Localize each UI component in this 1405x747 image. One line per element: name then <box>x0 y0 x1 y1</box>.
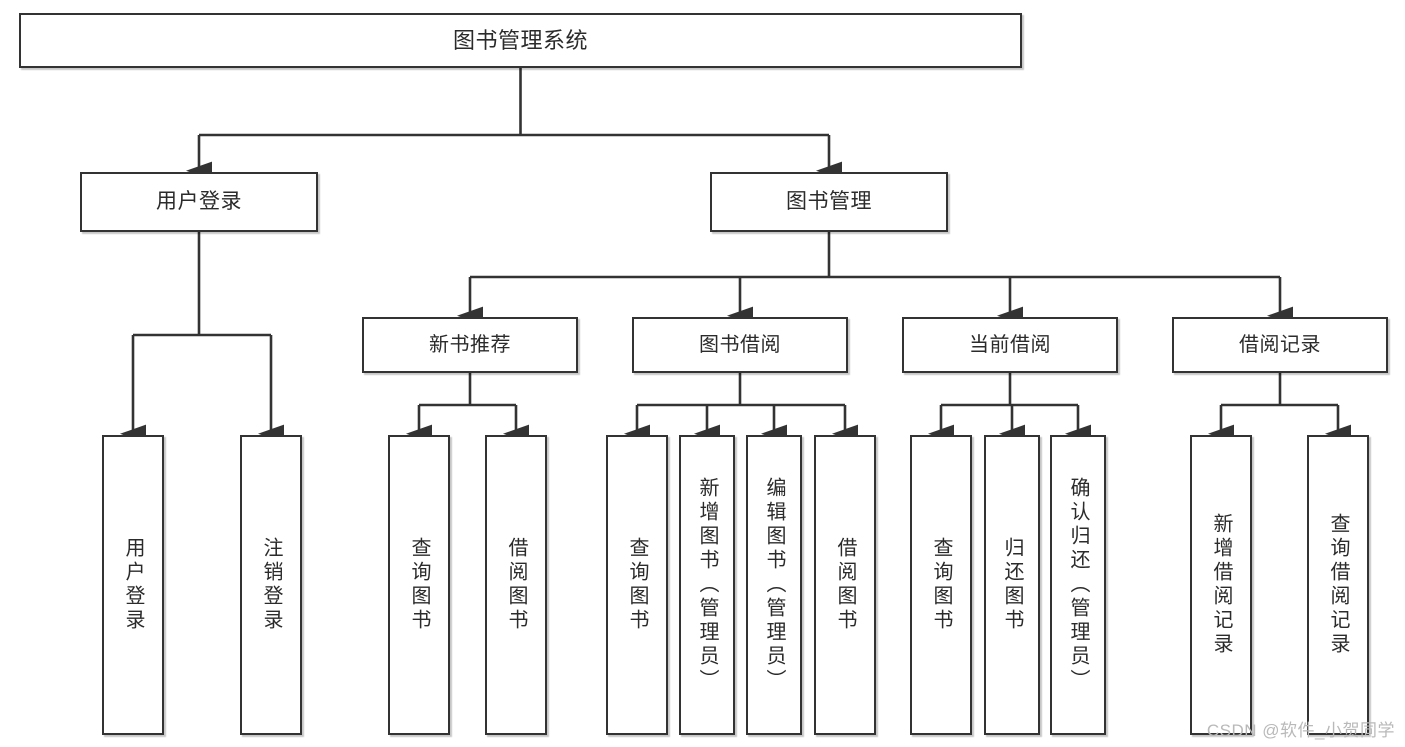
node-current-borrow-label: 当前借阅 <box>969 333 1051 356</box>
node-user-login[interactable]: 用户登录 <box>80 172 318 232</box>
node-leaf-query-record-label: 查询借阅记录 <box>1327 513 1349 657</box>
node-leaf-query-book-1[interactable]: 查询图书 <box>388 435 450 735</box>
node-new-book-recommend[interactable]: 新书推荐 <box>362 317 578 373</box>
node-leaf-edit-book[interactable]: 编辑图书（管理员） <box>746 435 802 735</box>
node-leaf-add-record-label: 新增借阅记录 <box>1210 513 1232 657</box>
node-leaf-borrow-book-1[interactable]: 借阅图书 <box>485 435 547 735</box>
node-leaf-add-record[interactable]: 新增借阅记录 <box>1190 435 1252 735</box>
node-leaf-query-book-1-label: 查询图书 <box>408 537 430 633</box>
node-borrow-record-label: 借阅记录 <box>1239 333 1321 356</box>
node-leaf-add-book[interactable]: 新增图书（管理员） <box>679 435 735 735</box>
csdn-watermark: CSDN @软件_小贺同学 <box>1206 721 1395 740</box>
node-new-book-recommend-label: 新书推荐 <box>429 333 511 356</box>
node-leaf-user-login[interactable]: 用户登录 <box>102 435 164 735</box>
node-root-label: 图书管理系统 <box>452 27 588 53</box>
connector-lines <box>120 68 1351 443</box>
node-book-borrow-label: 图书借阅 <box>699 333 781 356</box>
node-leaf-query-book-2-label: 查询图书 <box>626 537 648 633</box>
node-leaf-user-logout[interactable]: 注销登录 <box>240 435 302 735</box>
node-leaf-borrow-book-2-label: 借阅图书 <box>834 537 856 633</box>
node-leaf-return-book[interactable]: 归还图书 <box>984 435 1040 735</box>
node-book-borrow[interactable]: 图书借阅 <box>632 317 848 373</box>
node-leaf-query-book-3-label: 查询图书 <box>930 537 952 633</box>
node-leaf-confirm-return-label: 确认归还（管理员） <box>1067 477 1089 693</box>
node-leaf-query-book-3[interactable]: 查询图书 <box>910 435 972 735</box>
node-root[interactable]: 图书管理系统 <box>19 13 1022 68</box>
node-book-management-label: 图书管理 <box>786 189 872 213</box>
node-book-management[interactable]: 图书管理 <box>710 172 948 232</box>
node-leaf-add-book-label: 新增图书（管理员） <box>696 477 718 693</box>
node-leaf-borrow-book-1-label: 借阅图书 <box>505 537 527 633</box>
node-leaf-query-record[interactable]: 查询借阅记录 <box>1307 435 1369 735</box>
node-leaf-edit-book-label: 编辑图书（管理员） <box>763 477 785 693</box>
node-user-login-label: 用户登录 <box>156 189 242 213</box>
node-leaf-borrow-book-2[interactable]: 借阅图书 <box>814 435 876 735</box>
node-leaf-user-logout-label: 注销登录 <box>260 537 282 633</box>
node-leaf-return-book-label: 归还图书 <box>1001 537 1023 633</box>
node-leaf-user-login-label: 用户登录 <box>122 537 144 633</box>
node-borrow-record[interactable]: 借阅记录 <box>1172 317 1388 373</box>
node-leaf-query-book-2[interactable]: 查询图书 <box>606 435 668 735</box>
node-leaf-confirm-return[interactable]: 确认归还（管理员） <box>1050 435 1106 735</box>
node-current-borrow[interactable]: 当前借阅 <box>902 317 1118 373</box>
